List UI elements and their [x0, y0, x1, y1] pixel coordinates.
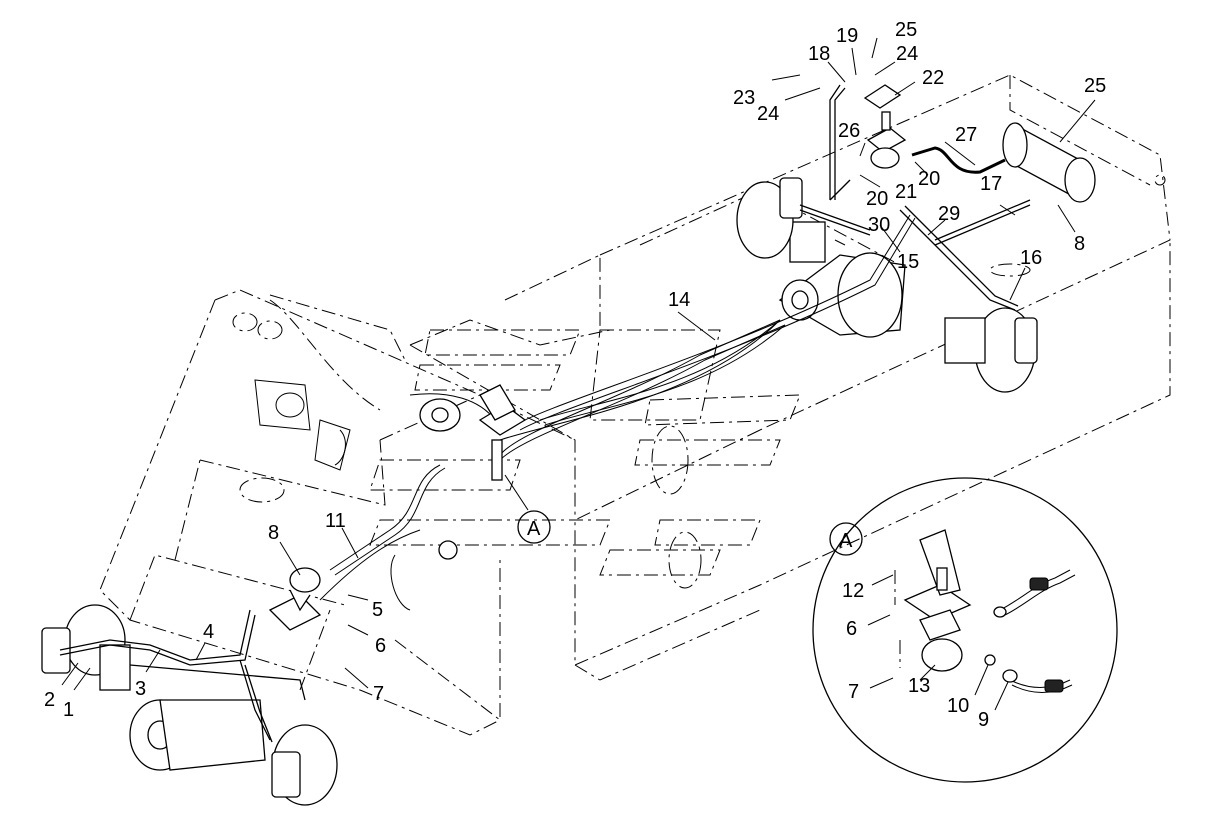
- label-11: 11: [325, 510, 346, 532]
- label-15: 15: [897, 251, 919, 273]
- label-26: 26: [838, 120, 860, 142]
- callout-a-label: A: [527, 518, 541, 540]
- label-23: 23: [733, 87, 755, 109]
- hoses: [329, 146, 1006, 576]
- label-24-a: 24: [896, 43, 918, 65]
- leader-lines: [61, 37, 1096, 691]
- air-tank-icon: [1002, 122, 1096, 203]
- label-5: 5: [372, 599, 383, 621]
- detail-label-9: 9: [978, 709, 989, 731]
- logo-watermark: [369, 329, 801, 576]
- label-29: 29: [938, 203, 960, 225]
- brake-caliper-icon: [779, 177, 1038, 364]
- pedal-icon: [419, 384, 527, 560]
- detail-title: A: [839, 530, 853, 552]
- label-14: 14: [668, 289, 690, 311]
- label-8-rear: 8: [1074, 233, 1085, 255]
- detail-label-12: 12: [842, 580, 864, 602]
- detail-label-10: 10: [947, 695, 969, 717]
- label-3: 3: [135, 678, 146, 700]
- frame-outline: [99, 74, 1171, 736]
- label-8-front: 8: [268, 522, 279, 544]
- label-21: 21: [895, 181, 917, 203]
- label-16: 16: [1020, 247, 1042, 269]
- label-24-b: 24: [757, 103, 779, 125]
- label-6: 6: [375, 635, 386, 657]
- parking-brake-unit: [268, 529, 421, 631]
- detail-label-13: 13: [908, 675, 930, 697]
- label-30: 30: [868, 214, 890, 236]
- label-22: 22: [922, 67, 944, 89]
- boom-outline: [254, 379, 411, 611]
- label-19: 19: [836, 25, 858, 47]
- rear-axle: [736, 177, 1038, 393]
- brake-lines: [59, 84, 1031, 743]
- brake-caliper-icon: [41, 627, 301, 798]
- detail-label-6: 6: [846, 618, 857, 640]
- label-7: 7: [373, 683, 384, 705]
- label-2: 2: [44, 689, 55, 711]
- detail-view-a: A 12 6 7 13 10 9: [812, 477, 1118, 783]
- label-1: 1: [63, 699, 74, 721]
- brake-valve-icon: [863, 84, 907, 169]
- label-4: 4: [203, 621, 214, 643]
- label-27: 27: [955, 124, 977, 146]
- front-axle: [41, 604, 338, 806]
- part-labels: 1 2 3 4 5 6 7 8 11 14 15 16 17 8 18 19 2…: [44, 19, 1106, 721]
- label-18: 18: [808, 43, 830, 65]
- label-25-b: 25: [1084, 75, 1106, 97]
- label-17: 17: [980, 173, 1002, 195]
- detail-label-7: 7: [848, 681, 859, 703]
- label-25-a: 25: [895, 19, 917, 41]
- label-20-b: 20: [918, 168, 940, 190]
- callout-a: A: [517, 510, 551, 544]
- label-20-a: 20: [866, 188, 888, 210]
